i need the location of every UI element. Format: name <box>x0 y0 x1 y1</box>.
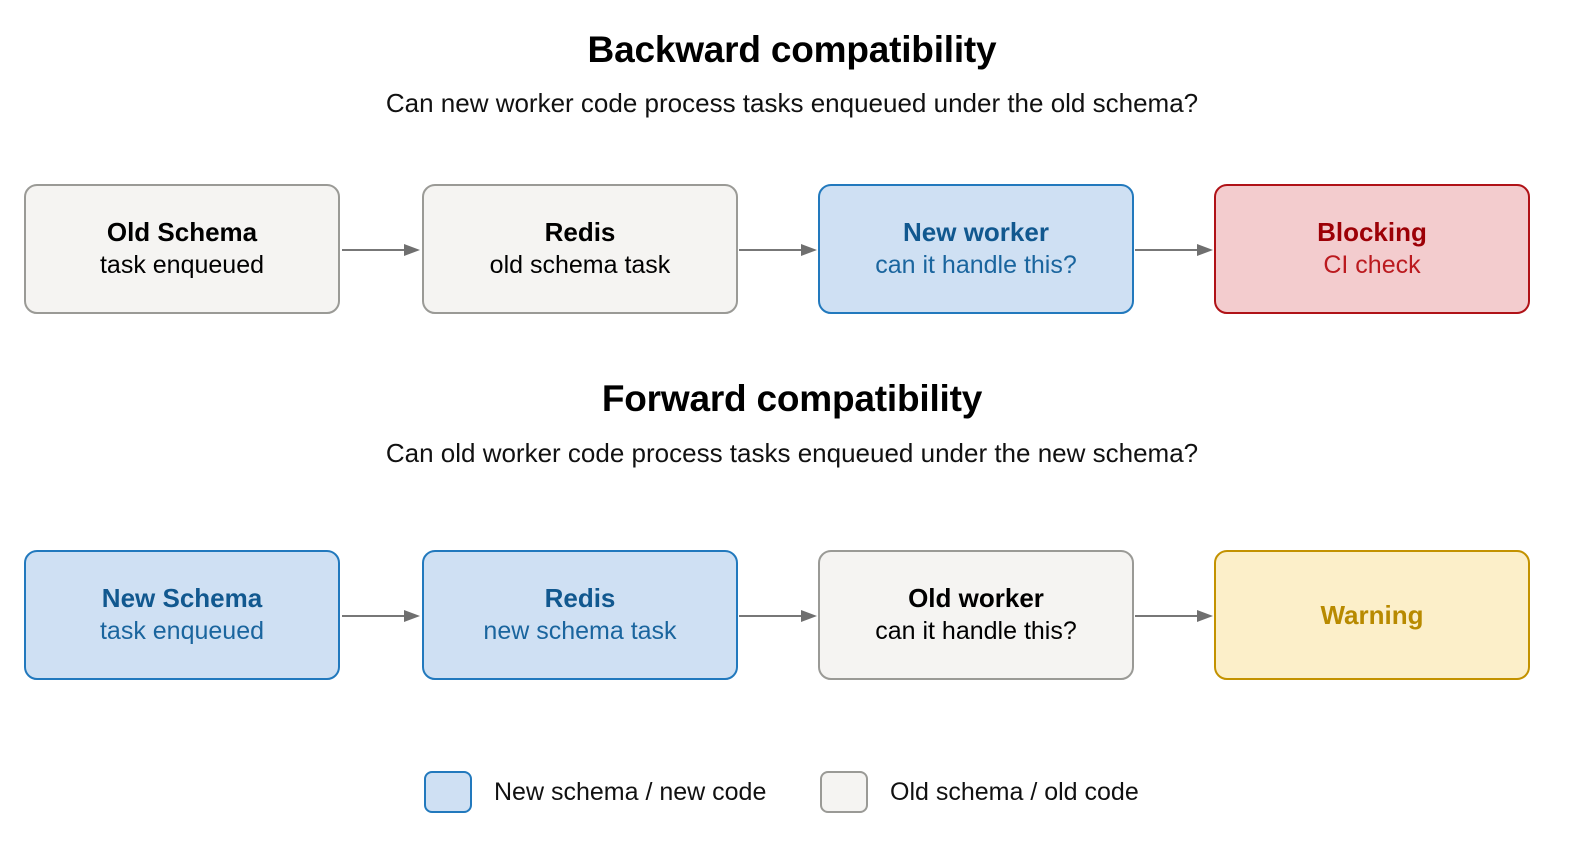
node-title: Redis <box>544 583 616 614</box>
node-subtitle: old schema task <box>489 251 671 280</box>
node-title: Old worker <box>908 583 1044 614</box>
flow-row-backward: Old Schema task enqueued Redis old schem… <box>0 184 1584 316</box>
node-blocking-ci-check[interactable]: Blocking CI check <box>1214 184 1530 314</box>
legend-label: New schema / new code <box>494 777 767 806</box>
legend-item-old-schema: Old schema / old code <box>820 766 1139 818</box>
arrow-right-icon <box>1135 606 1213 626</box>
legend-swatch-blue-icon <box>424 771 472 813</box>
section-subtitle-forward: Can old worker code process tasks enqueu… <box>385 438 1199 468</box>
node-old-schema[interactable]: Old Schema task enqueued <box>24 184 340 314</box>
section-subtitle-backward: Can new worker code process tasks enqueu… <box>385 88 1199 118</box>
arrow-right-icon <box>739 606 817 626</box>
node-warning[interactable]: Warning <box>1214 550 1530 680</box>
node-subtitle: new schema task <box>483 617 677 646</box>
node-new-worker[interactable]: New worker can it handle this? <box>818 184 1134 314</box>
node-subtitle: task enqueued <box>99 617 265 646</box>
node-subtitle: CI check <box>1323 251 1421 280</box>
flow-row-forward: New Schema task enqueued Redis new schem… <box>0 550 1584 682</box>
node-old-worker[interactable]: Old worker can it handle this? <box>818 550 1134 680</box>
legend: New schema / new code Old schema / old c… <box>0 766 1584 822</box>
section-title-forward: Forward compatibility <box>601 378 983 419</box>
arrow-right-icon <box>342 606 420 626</box>
node-title: New worker <box>903 217 1049 248</box>
legend-label: Old schema / old code <box>890 777 1139 806</box>
node-title: New Schema <box>101 583 263 614</box>
legend-swatch-grey-icon <box>820 771 868 813</box>
arrow-right-icon <box>1135 240 1213 260</box>
node-subtitle: task enqueued <box>99 251 265 280</box>
node-title: Old Schema <box>106 217 258 248</box>
node-subtitle: can it handle this? <box>875 617 1077 646</box>
node-redis-old[interactable]: Redis old schema task <box>422 184 738 314</box>
arrow-right-icon <box>739 240 817 260</box>
legend-item-new-schema: New schema / new code <box>424 766 766 818</box>
node-new-schema[interactable]: New Schema task enqueued <box>24 550 340 680</box>
arrow-right-icon <box>342 240 420 260</box>
section-title-backward: Backward compatibility <box>587 29 997 70</box>
node-subtitle: can it handle this? <box>875 251 1077 280</box>
node-title: Redis <box>544 217 616 248</box>
node-redis-new[interactable]: Redis new schema task <box>422 550 738 680</box>
node-title: Warning <box>1320 599 1424 630</box>
node-title: Blocking <box>1317 217 1427 248</box>
